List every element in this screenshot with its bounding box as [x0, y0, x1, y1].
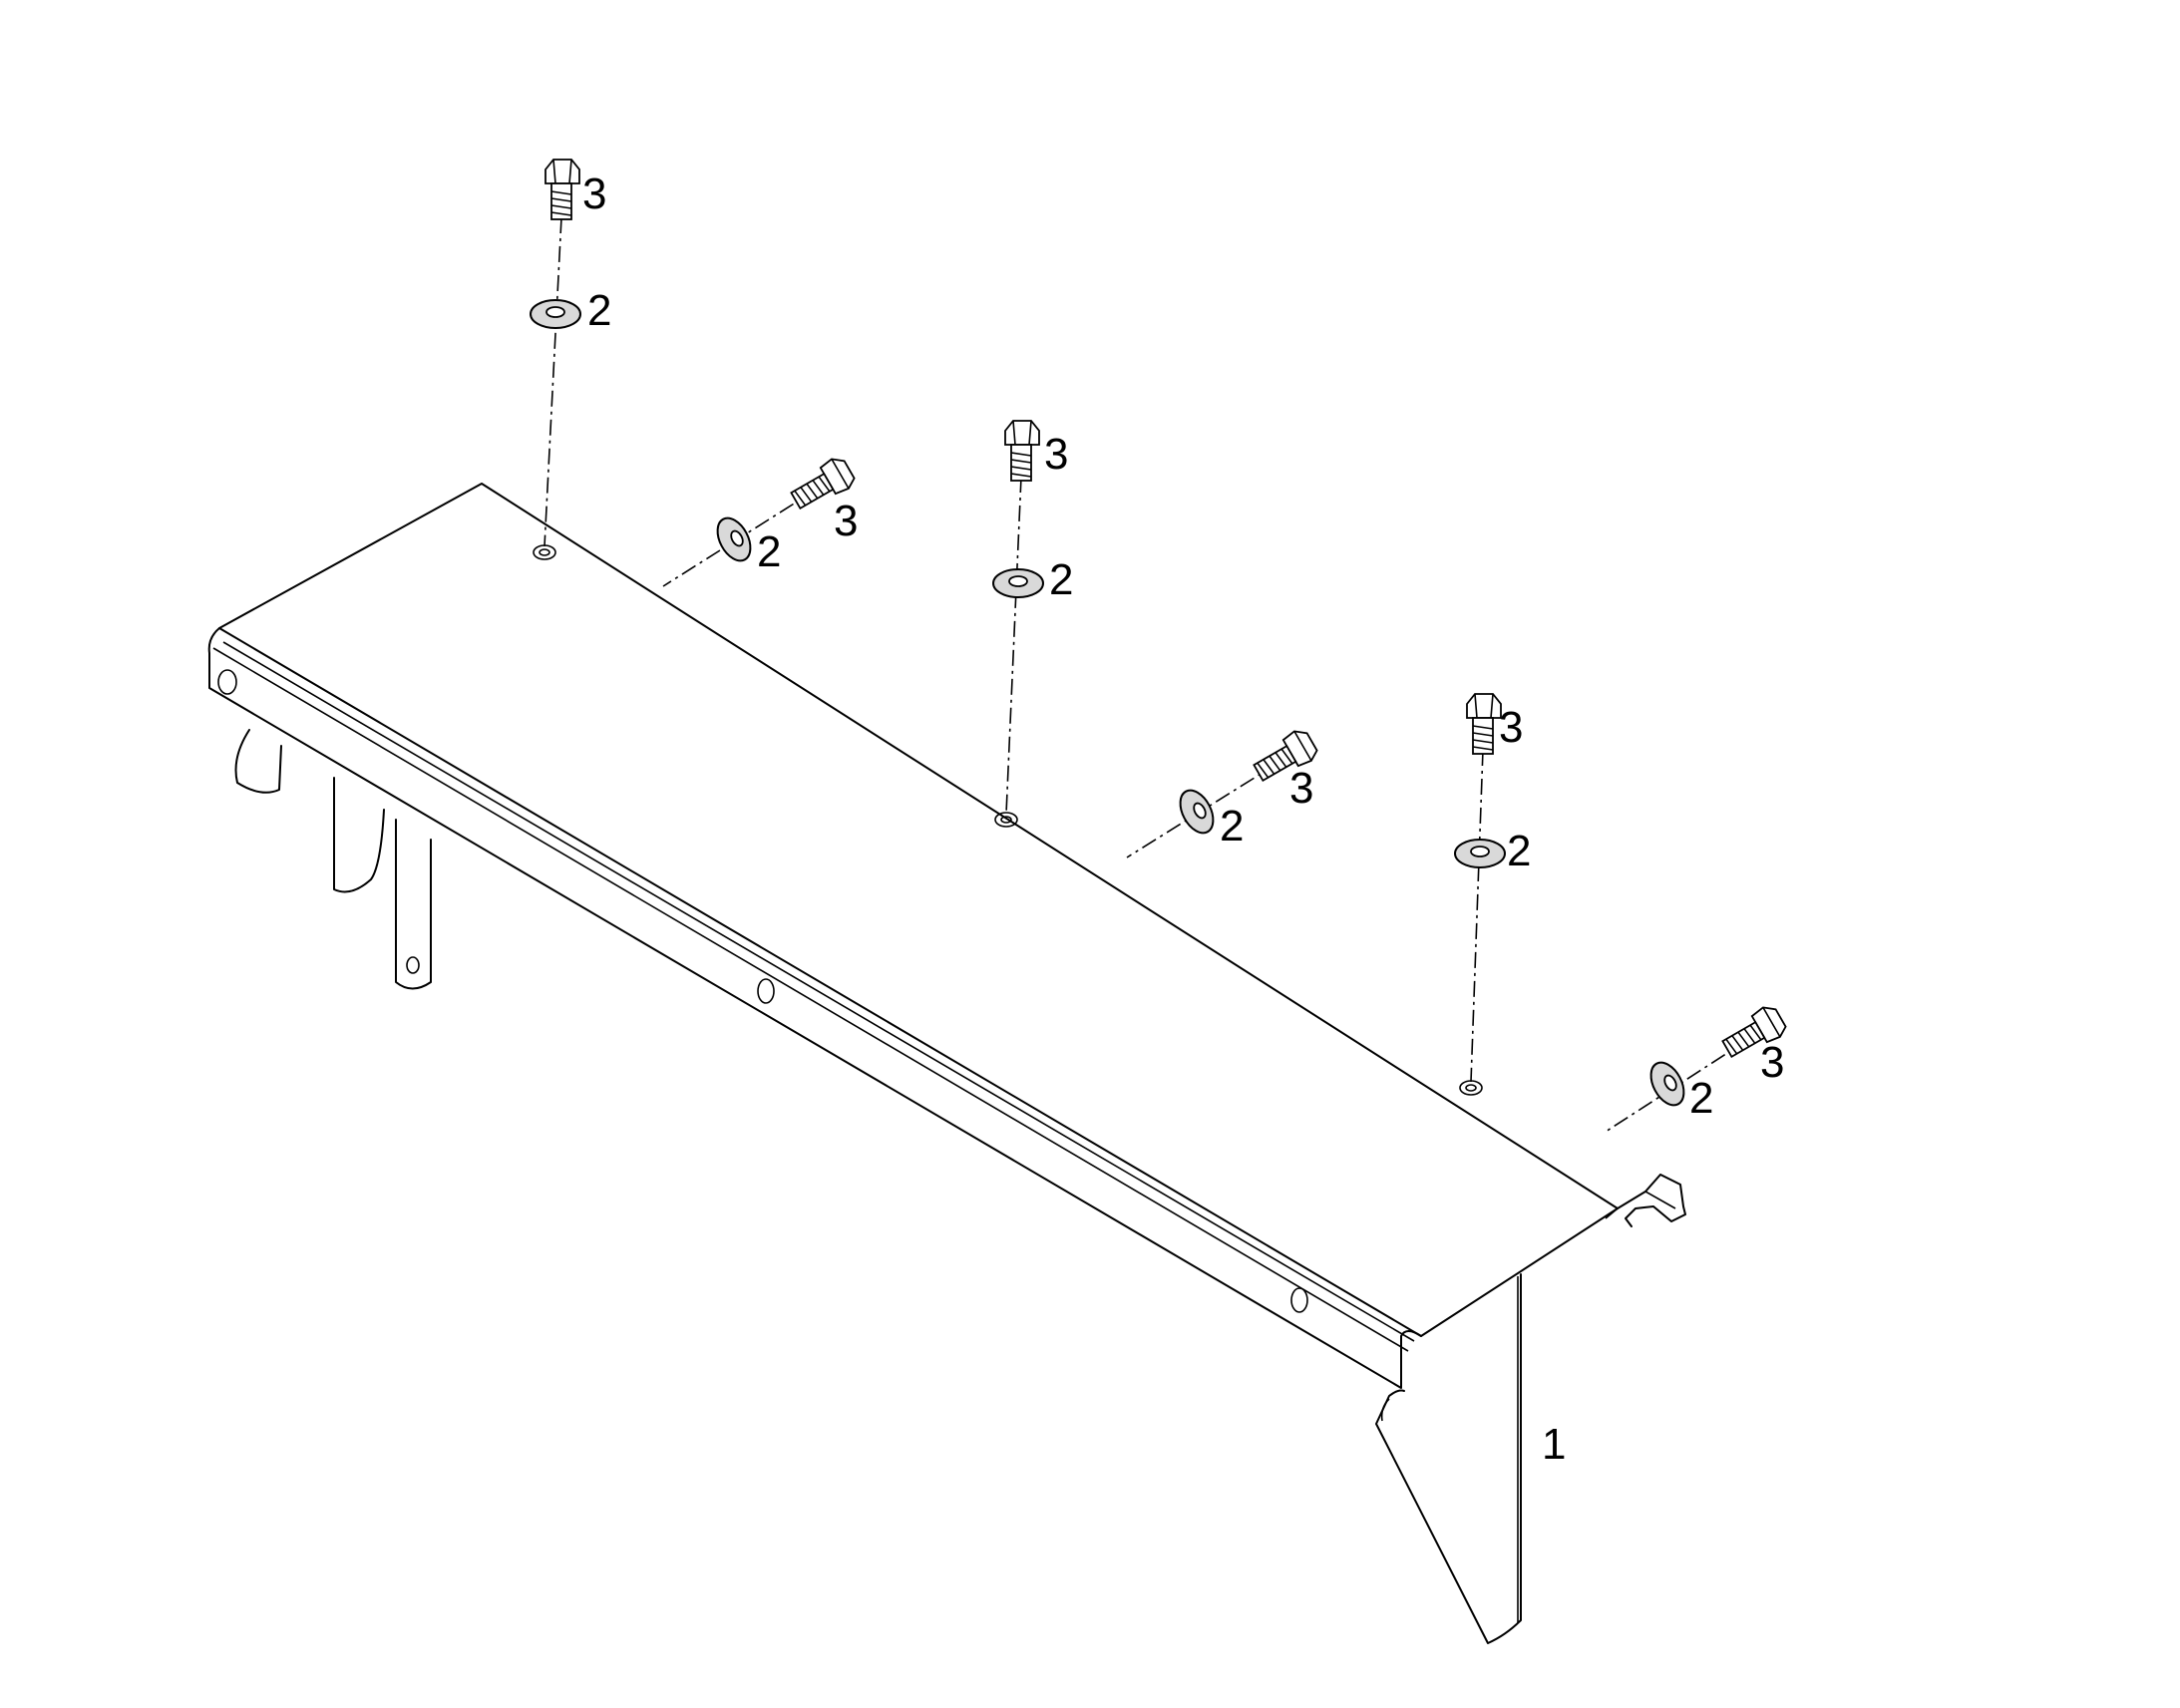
- callout-bolt: 3: [1044, 430, 1068, 479]
- bolt-vertical-1: [545, 159, 580, 220]
- callout-bolt: 3: [1760, 1038, 1784, 1087]
- callout-washer: 2: [1689, 1074, 1713, 1123]
- washer-side-3: [1649, 1061, 1685, 1107]
- left-hook: [234, 729, 282, 794]
- bolt-vertical-3: [1466, 693, 1502, 755]
- bolt-vertical-2: [1004, 420, 1040, 482]
- assembly-lines: [544, 216, 1750, 1133]
- washer-vertical-3: [1454, 839, 1506, 868]
- left-leg-short: [333, 777, 385, 893]
- callout-washer: 2: [1507, 827, 1531, 875]
- callout-labels: 3 2 3 2 3 2 3 2 3 2 3 2 1: [582, 170, 1784, 1469]
- callout-washer: 2: [587, 286, 611, 335]
- washer-vertical-1: [530, 299, 581, 329]
- left-leg-long: [395, 819, 432, 990]
- callout-washer: 2: [1220, 802, 1244, 851]
- callout-bolt: 3: [1289, 764, 1313, 813]
- bolt-side-2: [1253, 730, 1318, 783]
- callout-bolt: 3: [1499, 703, 1523, 752]
- callout-bolt: 3: [582, 170, 606, 218]
- top-hole-2: [994, 812, 1018, 828]
- shelf-top-plate: [218, 483, 1619, 1337]
- shelf-front-flange: [207, 627, 1422, 1389]
- top-hole-1: [533, 544, 556, 560]
- shelf-rear-hook: [1617, 1174, 1686, 1227]
- right-support-leg: [1375, 1273, 1522, 1644]
- washer-side-2: [1179, 789, 1215, 835]
- callout-washer: 2: [757, 527, 781, 576]
- callout-washer: 2: [1049, 555, 1073, 604]
- washer-vertical-2: [992, 568, 1044, 598]
- bolt-side-3: [1721, 1006, 1787, 1059]
- callout-bolt: 3: [834, 497, 858, 545]
- shelf-bracket: [207, 483, 1686, 1644]
- bolt-side-1: [790, 458, 856, 511]
- washer-side-1: [716, 516, 752, 562]
- top-hole-3: [1459, 1080, 1483, 1096]
- callout-bracket: 1: [1542, 1420, 1566, 1469]
